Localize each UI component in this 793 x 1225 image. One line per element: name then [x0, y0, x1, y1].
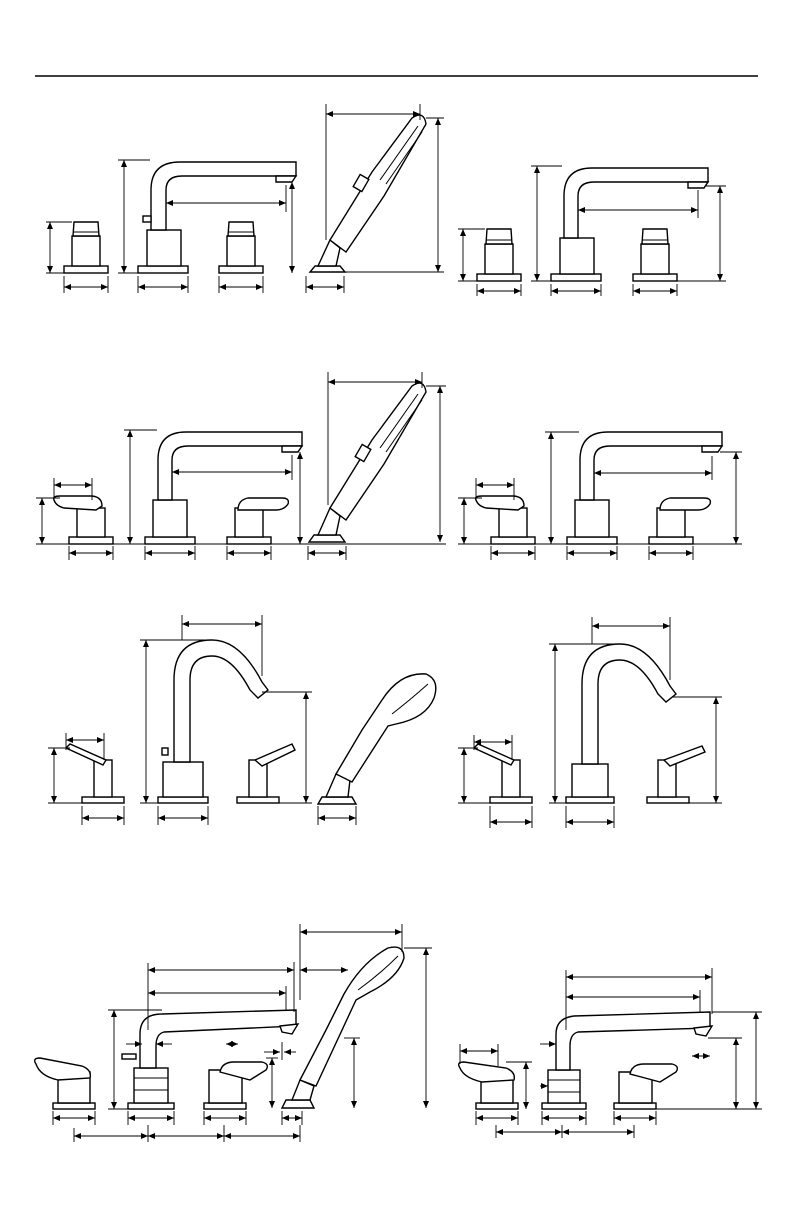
handshower [309, 383, 426, 542]
right-lever-handle [649, 498, 710, 544]
right-lever-handle [227, 498, 288, 544]
left-lever-handle [54, 496, 113, 544]
left-lever-handle [474, 744, 532, 803]
row-3-left-drawing [48, 615, 436, 825]
right-valve-handle [219, 222, 263, 273]
row-1-right-drawing [458, 166, 726, 296]
left-lever-handle [35, 1058, 95, 1109]
left-valve-handle [64, 222, 108, 273]
row-4-left-drawing [35, 924, 432, 1142]
left-lever-handle [459, 1062, 518, 1109]
dimension-lines [460, 968, 762, 1138]
handshower [318, 674, 436, 804]
handshower [310, 115, 426, 272]
left-lever-handle [66, 744, 124, 803]
row-2-left-drawing [36, 372, 446, 560]
spout [138, 162, 296, 273]
right-valve-handle [633, 229, 677, 281]
right-lever-handle [614, 1064, 677, 1109]
left-lever-handle [476, 496, 535, 544]
row-4-right-drawing [459, 968, 762, 1138]
right-lever-handle [237, 744, 295, 803]
row-2-right-drawing [458, 432, 742, 560]
right-lever-handle [647, 746, 705, 803]
spout [567, 432, 722, 544]
right-lever-handle [204, 1062, 267, 1109]
spout [145, 432, 302, 544]
spout [551, 168, 708, 281]
left-valve-handle [477, 229, 521, 281]
row-1-left-drawing [46, 104, 444, 293]
row-3-right-drawing [458, 617, 722, 828]
